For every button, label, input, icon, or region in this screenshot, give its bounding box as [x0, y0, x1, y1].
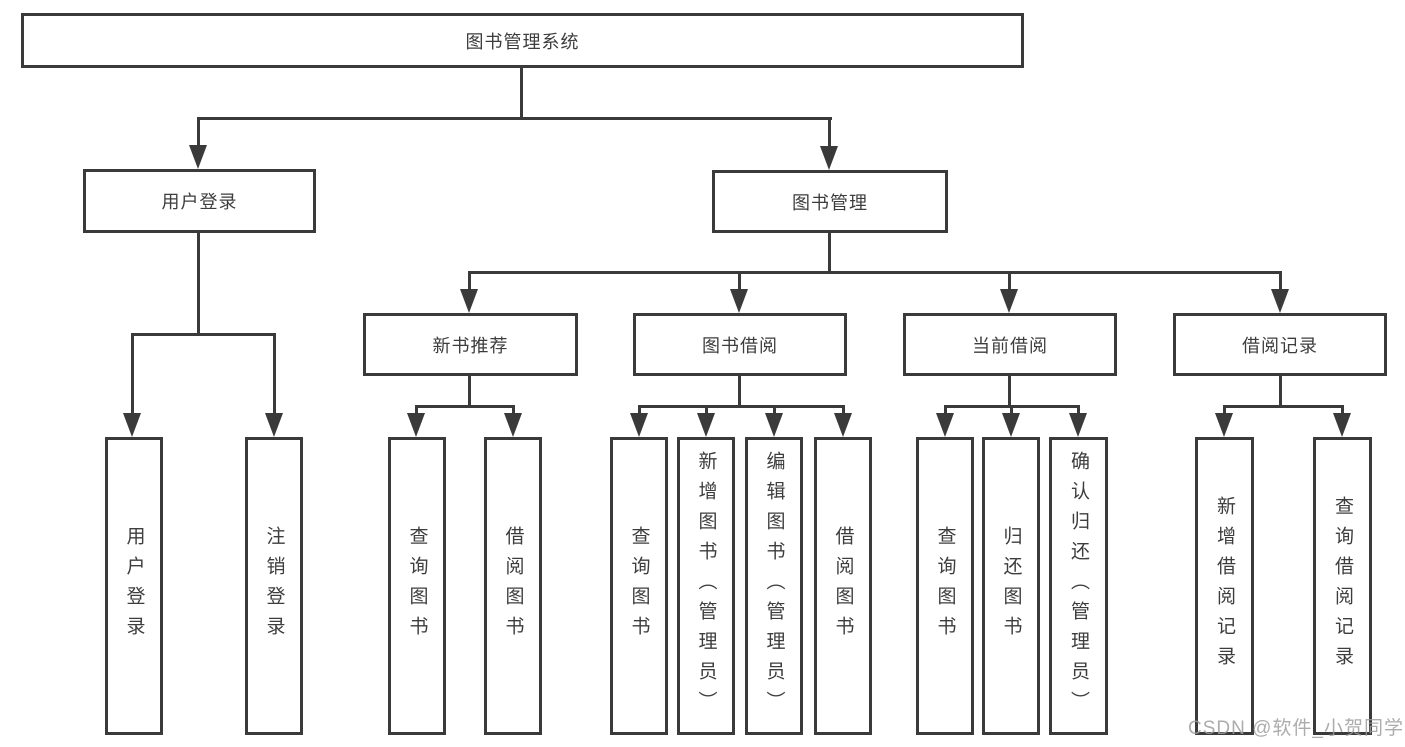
arrowhead-down-icon — [189, 145, 207, 169]
leaf-label: 新增图书（管理员） — [695, 451, 717, 721]
connector-line — [638, 405, 845, 408]
leaf-label: 查询借阅记录 — [1332, 496, 1353, 676]
arrowhead-down-icon — [1215, 413, 1233, 437]
leaf-query-borrow-record: 查询借阅记录 — [1313, 437, 1372, 735]
arrowhead-down-icon — [765, 413, 783, 437]
leaf-query-books-3: 查询图书 — [916, 437, 974, 735]
connector-line — [415, 405, 418, 418]
connector-line — [1341, 405, 1344, 418]
connector-line — [828, 117, 831, 151]
connector-line — [1223, 405, 1343, 408]
node-borrowing-records: 借阅记录 — [1173, 313, 1387, 376]
connector-line — [1008, 271, 1011, 293]
arrowhead-down-icon — [820, 146, 838, 170]
node-book-management: 图书管理 — [712, 170, 948, 233]
leaf-label: 借阅图书 — [502, 526, 524, 646]
arrowhead-down-icon — [730, 289, 748, 313]
connector-line — [1010, 405, 1013, 418]
connector-line — [1223, 405, 1226, 418]
leaf-borrow-books-2: 借阅图书 — [814, 437, 872, 735]
leaf-label: 确认归还（管理员） — [1068, 451, 1089, 721]
leaf-label: 编辑图书（管理员） — [763, 451, 785, 721]
connector-line — [197, 117, 200, 150]
node-label: 图书管理系统 — [465, 31, 580, 52]
connector-line — [638, 405, 641, 418]
connector-line — [273, 333, 276, 417]
connector-line — [705, 405, 708, 418]
node-new-book-recommendation: 新书推荐 — [363, 313, 578, 376]
connector-line — [944, 405, 947, 418]
connector-line — [468, 271, 1282, 274]
connector-line — [738, 374, 741, 408]
node-current-borrowing: 当前借阅 — [903, 313, 1117, 376]
watermark: CSDN @软件_小贺同学 — [1188, 718, 1404, 739]
arrowhead-down-icon — [1069, 413, 1087, 437]
connector-line — [197, 117, 832, 120]
leaf-query-books-2: 查询图书 — [610, 437, 668, 735]
leaf-label: 借阅图书 — [832, 526, 854, 646]
connector-line — [520, 67, 523, 120]
node-label: 新书推荐 — [432, 335, 509, 356]
connector-line — [1077, 405, 1080, 418]
arrowhead-down-icon — [697, 413, 715, 437]
node-label: 当前借阅 — [972, 335, 1048, 356]
arrowhead-down-icon — [504, 413, 522, 437]
node-label: 用户登录 — [161, 192, 238, 212]
leaf-add-borrow-record: 新增借阅记录 — [1195, 437, 1254, 735]
connector-line — [1279, 271, 1282, 293]
arrowhead-down-icon — [936, 413, 954, 437]
arrowhead-down-icon — [630, 413, 648, 437]
arrowhead-down-icon — [1333, 413, 1351, 437]
leaf-user-login: 用户登录 — [105, 437, 163, 735]
leaf-label: 新增借阅记录 — [1214, 496, 1235, 676]
connector-line — [468, 271, 471, 293]
leaf-confirm-return-admin: 确认归还（管理员） — [1049, 437, 1108, 735]
arrowhead-down-icon — [834, 413, 852, 437]
node-label: 借阅记录 — [1242, 335, 1318, 356]
arrowhead-down-icon — [123, 413, 141, 437]
leaf-logout: 注销登录 — [245, 437, 303, 735]
arrowhead-down-icon — [1002, 413, 1020, 437]
leaf-return-books: 归还图书 — [982, 437, 1040, 735]
leaf-query-books-1: 查询图书 — [388, 437, 446, 735]
connector-line — [842, 405, 845, 418]
leaf-label: 查询图书 — [406, 526, 428, 646]
arrowhead-down-icon — [1000, 289, 1018, 313]
connector-line — [131, 333, 134, 417]
leaf-label: 查询图书 — [628, 526, 650, 646]
leaf-borrow-books-1: 借阅图书 — [484, 437, 542, 735]
leaf-label: 注销登录 — [263, 526, 285, 646]
connector-line — [773, 405, 776, 418]
leaf-add-books-admin: 新增图书（管理员） — [677, 437, 735, 735]
node-book-borrowing: 图书借阅 — [633, 313, 847, 376]
arrowhead-down-icon — [460, 289, 478, 313]
node-library-management-system: 图书管理系统 — [21, 13, 1024, 68]
leaf-label: 归还图书 — [1000, 526, 1022, 646]
arrowhead-down-icon — [1271, 289, 1289, 313]
connector-line — [468, 374, 471, 408]
connector-line — [1008, 374, 1011, 408]
leaf-label: 用户登录 — [123, 526, 145, 646]
connector-line — [738, 271, 741, 293]
node-label: 图书借阅 — [702, 335, 778, 356]
arrowhead-down-icon — [265, 413, 283, 437]
leaf-edit-books-admin: 编辑图书（管理员） — [745, 437, 803, 735]
connector-line — [1279, 374, 1282, 408]
leaf-label: 查询图书 — [934, 526, 956, 646]
arrowhead-down-icon — [407, 413, 425, 437]
connector-line — [131, 333, 276, 336]
node-label: 图书管理 — [792, 192, 868, 213]
connector-line — [197, 231, 200, 336]
connector-line — [828, 231, 831, 274]
node-user-login: 用户登录 — [83, 169, 316, 233]
connector-line — [512, 405, 515, 418]
connector-line — [415, 405, 515, 408]
